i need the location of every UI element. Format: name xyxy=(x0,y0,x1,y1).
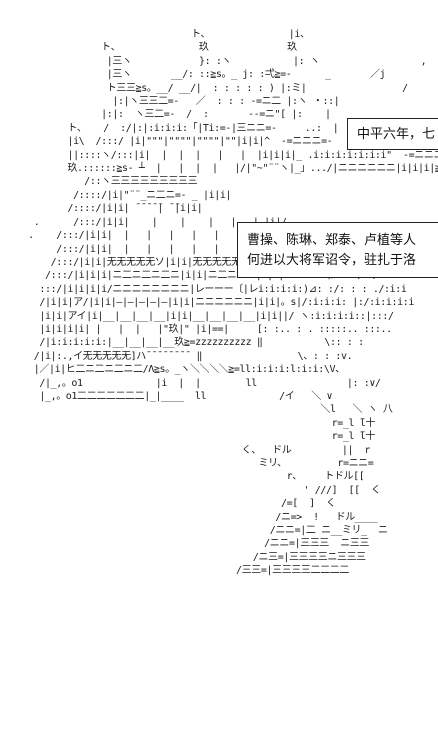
ascii-art-illustration: ト、 |i、 ト、 玖 玖 |三ヽ }: :ヽ |: ヽ , |三ヽ __/: … xyxy=(28,29,438,577)
caption-box-narration: 曹操、陈琳、郑泰、卢植等人 何进以大将军诏令，驻扎于洛 xyxy=(237,222,438,278)
caption-narration-line-1: 曹操、陈琳、郑泰、卢植等人 xyxy=(247,233,417,248)
caption-date-text: 中平六年，七 xyxy=(357,127,436,142)
caption-box-date: 中平六年，七 xyxy=(347,118,438,150)
caption-narration-line-2: 何进以大将军诏令，驻扎于洛 xyxy=(247,253,417,268)
